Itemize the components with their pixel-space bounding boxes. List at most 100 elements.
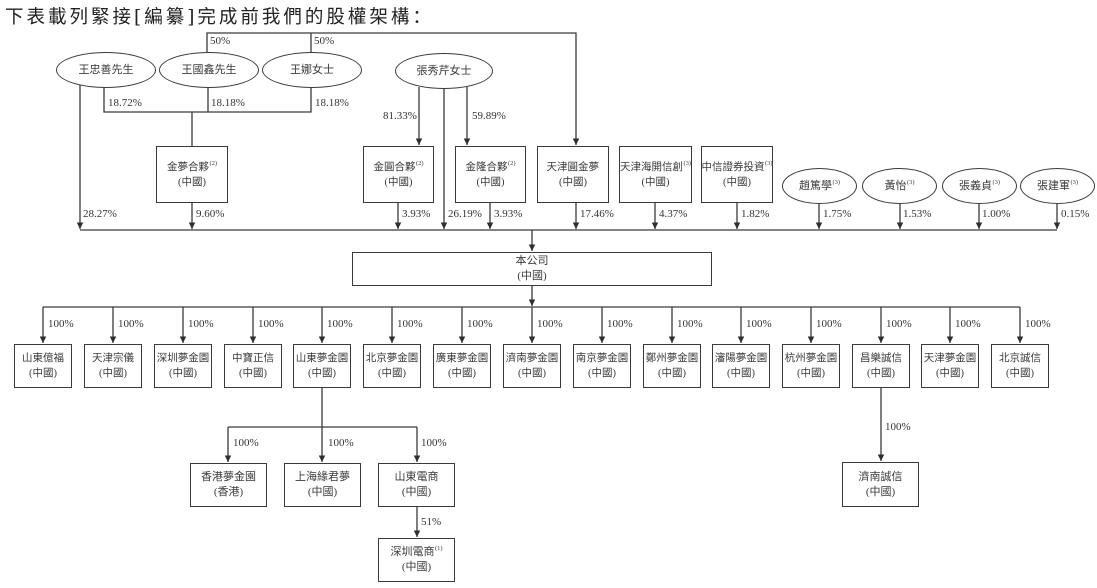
subsidiary-box: 深圳夢金園(中國) [154,344,212,388]
subsidiary-name: 濟南夢金園 [505,353,559,364]
pct-tianjin-haikai-company: 4.37% [659,208,688,220]
subsidiary-region: (中國) [1006,368,1034,379]
pct-tianjin-yuanjinmeng-company: 17.46% [580,208,614,220]
pct-jinyuan-company: 3.93% [402,208,431,220]
subsidiary-name: 上海緣君夢 [295,471,350,483]
subsidiary-name: 北京夢金園 [365,353,419,364]
subsidiary-region: (中國) [169,368,197,379]
pct-subsidiary: 100% [677,318,703,330]
subsidiary-region: (中國) [307,486,338,498]
pct-subsidiary: 100% [886,318,912,330]
entity-name: 天津海開信創 [619,161,683,173]
subsidiary-region: (中國) [239,368,267,379]
entity-name: 金夢合夥 [166,161,209,173]
subsidiary-name: 南京夢金園 [575,353,629,364]
subsidiary-box: 北京夢金園(中國) [363,344,421,388]
pct-wang-na-jinmeng: 18.18% [315,97,349,109]
shareholder-zhang-xiuqin: 張秀芹女士 [395,53,493,89]
shareholder-name: 張秀芹女士 [416,64,472,77]
pct-jinmeng-company: 9.60% [196,208,225,220]
company-region: (中國) [517,270,547,282]
subsidiary-name: 中寶正信 [232,353,274,364]
pct-zhang-yizhen-company: 1.00% [982,208,1011,220]
subsidiary-box: 瀋陽夢金園 (中國) [712,344,770,388]
entity-region: (中國) [641,176,670,188]
pct-subsidiary: 100% [537,318,563,330]
subsidiary-box: 濟南夢金園 (中國) [503,344,561,388]
note-marker: (2) [209,159,218,167]
subsidiary-box: 南京夢金園 (中國) [573,344,631,388]
pct-wang-na-tianjin-yuanjinmeng: 50% [314,35,335,47]
pct-huang-company: 1.53% [903,208,932,220]
pct-subsidiary: 100% [816,318,842,330]
shareholder-name: 王國鑫先生 [181,63,237,76]
subsidiary-region: (中國) [727,368,755,379]
entity-region: (中國) [559,176,587,188]
subsidiary-name: 濟南誠信 [858,470,903,483]
subsidiary-box: 天津宗儀(中國) [84,344,142,388]
pct-wang-zhongshan-jinmeng: 18.72% [108,97,142,109]
subsidiary-name: 山東億福 [22,353,64,364]
entity-name: 金隆合夥 [465,161,508,173]
entity-jinmeng-partnership: 金夢合夥(2) (中國) [156,146,228,203]
subsidiary-shanghai-yuanjunmeng: 上海緣君夢 (中國) [284,463,361,507]
subsidiary-name: 鄭州夢金園 [645,353,699,364]
note-marker: (3) [764,159,773,167]
subsidiary-box: 昌樂誠信(中國) [852,344,910,388]
pct-shandong-ecommerce: 100% [421,437,447,449]
subsidiary-name: 瀋陽夢金園 [714,353,768,364]
shareholder-wang-na: 王娜女士 [262,52,362,88]
subsidiary-region: (中國) [588,368,616,379]
pct-citic-company: 1.82% [741,208,770,220]
subsidiary-region: (中國) [658,368,686,379]
subsidiary-region: (中國) [308,368,336,379]
subsidiary-region: (中國) [401,486,432,498]
pct-shanghai-yuanjunmeng: 100% [328,437,354,449]
pct-subsidiary: 100% [258,318,284,330]
shareholder-wang-zhongshan: 王忠善先生 [56,52,156,88]
pct-subsidiary: 100% [955,318,981,330]
pct-subsidiary: 100% [327,318,353,330]
pct-zhao-company: 1.75% [823,208,852,220]
subsidiary-box: 杭州夢金園 (中國) [782,344,840,388]
note-marker: (3) [832,178,841,186]
subsidiary-jinan-chengxin: 濟南誠信 (中國) [842,462,919,507]
entity-name: 中信證券投資 [701,161,765,173]
entity-jinlong-partnership: 金隆合夥(2) (中國) [455,146,526,203]
pct-zhang-jianjun-company: 0.15% [1061,208,1090,220]
entity-region: (中國) [178,176,206,188]
entity-tianjin-yuanjinmeng: 天津圓金夢 (中國) [537,146,609,203]
subsidiary-name: 北京誠信 [999,353,1041,364]
subsidiary-box: 廣東夢金園(中國) [433,344,491,388]
note-marker: (3) [992,178,1001,186]
subsidiary-name: 深圳電商 [390,546,435,558]
pct-zhang-xiuqin-company: 26.19% [448,208,482,220]
entity-citic-securities-investment: 中信證券投資(3) (中國) [701,146,773,203]
pct-zhang-jinyuan: 81.33% [383,110,417,122]
entity-region: (中國) [723,176,751,188]
note-marker: (2) [507,159,516,167]
jinmeng-owners-bus-line [103,88,312,146]
subsidiary-region: (中國) [865,485,896,498]
subsidiary-region: (中國) [518,368,546,379]
subsidiary-region: (中國) [936,368,964,379]
pct-shenzhen-ecommerce: 51% [421,516,442,528]
subsidiary-region: (中國) [797,368,825,379]
entity-name: 天津圓金夢 [546,161,600,173]
pct-zhang-jinlong: 59.89% [472,110,506,122]
subsidiary-name: 昌樂誠信 [860,353,902,364]
shareholder-name: 黃怡 [884,179,907,192]
pct-jinlong-company: 3.93% [494,208,523,220]
entity-region: (中國) [476,176,505,188]
subsidiary-hk-mengjinyuan: 香港夢金園 (香港) [190,463,267,507]
section-heading: 下表載列緊接[編纂]完成前我們的股權架構： [5,7,434,28]
subsidiary-shenzhen-ecommerce: 深圳電商(1) (中國) [378,538,455,582]
pct-subsidiary: 100% [48,318,74,330]
shareholder-name: 張建軍 [1036,179,1070,192]
company-name: 本公司 [515,255,549,267]
entity-region: (中國) [384,176,413,188]
pct-wang-guoxin-jinmeng: 18.18% [211,97,245,109]
subsidiary-name: 杭州夢金園 [784,353,838,364]
pct-subsidiary: 100% [746,318,772,330]
